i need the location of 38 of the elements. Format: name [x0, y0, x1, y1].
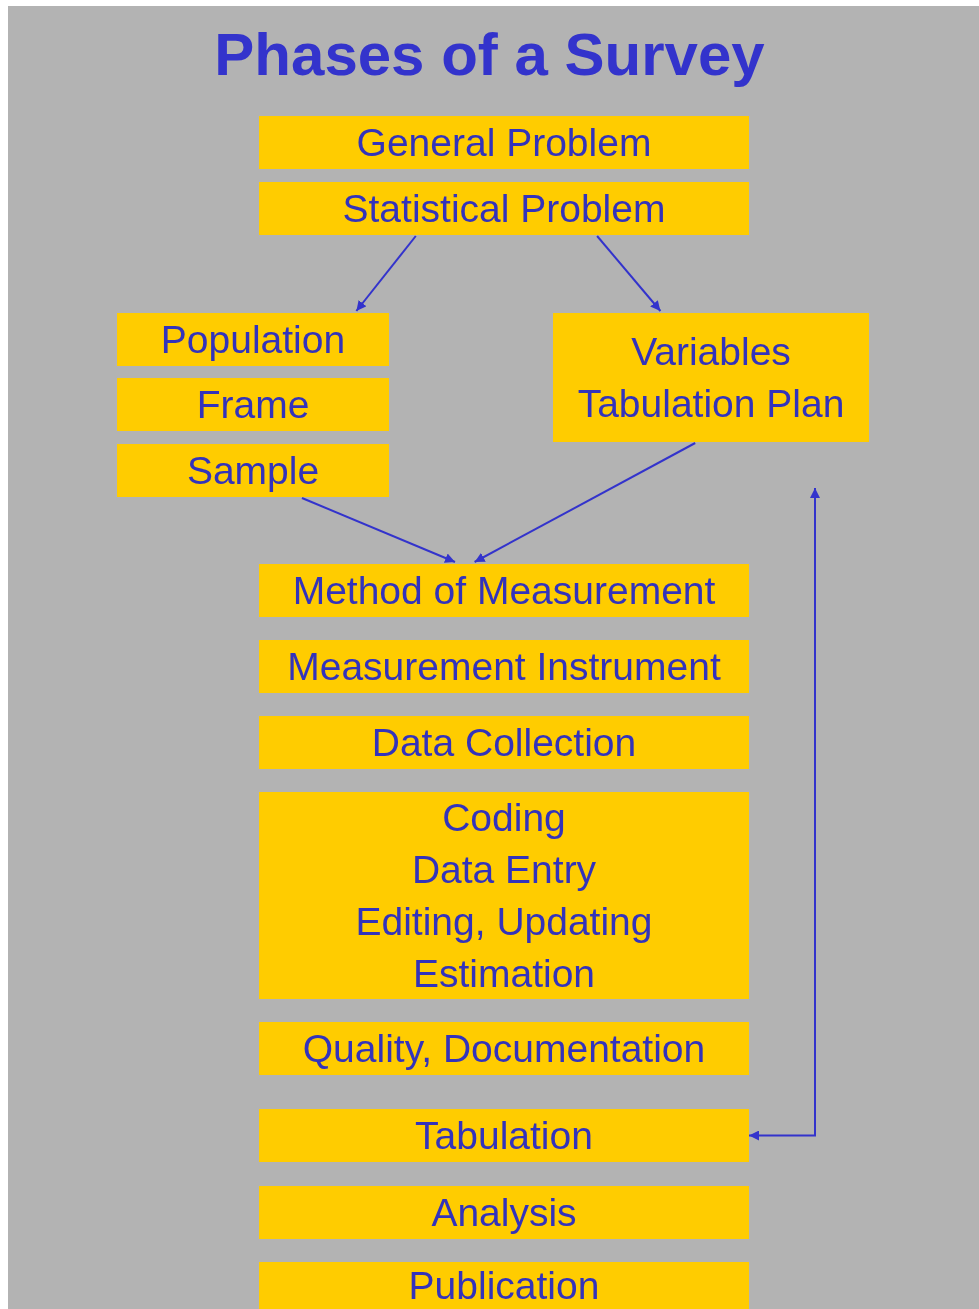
process-box	[259, 1109, 749, 1162]
box-label: Sample	[186, 447, 320, 494]
arrow	[355, 235, 417, 312]
box-label: Tabulation Plan	[577, 380, 845, 427]
process-box	[259, 1186, 749, 1239]
box-label: Frame	[196, 381, 310, 428]
process-box	[259, 1262, 749, 1309]
box-label: Measurement Instrument	[287, 643, 721, 690]
process-box	[117, 313, 389, 366]
diagram-title: Phases of a Survey	[213, 20, 766, 89]
box-label: Publication	[408, 1262, 600, 1309]
box-label: Statistical Problem	[342, 185, 666, 232]
box-label: Data Collection	[371, 719, 637, 766]
box-label: Quality, Documentation	[302, 1025, 706, 1072]
arrow	[748, 487, 820, 1141]
box-label: Method of Measurement	[292, 567, 716, 614]
box-label: Data Entry	[411, 846, 597, 893]
process-box	[259, 716, 749, 769]
box-label: Tabulation	[415, 1112, 593, 1159]
box-label: Editing, Updating	[355, 898, 653, 945]
box-label: Estimation	[412, 950, 596, 997]
box-label: General Problem	[356, 119, 652, 166]
process-box	[117, 444, 389, 497]
box-label: Variables	[631, 328, 791, 375]
box-label: Coding	[442, 794, 566, 841]
process-box	[259, 564, 749, 617]
process-box	[259, 1022, 749, 1075]
process-box	[259, 116, 749, 169]
process-box	[259, 640, 749, 693]
process-box	[117, 378, 389, 431]
arrow	[300, 497, 456, 563]
process-box	[259, 792, 749, 999]
process-box	[553, 313, 869, 442]
process-box	[259, 182, 749, 235]
box-label: Population	[160, 316, 346, 363]
arrow	[596, 235, 662, 312]
arrow	[473, 442, 697, 563]
box-label: Analysis	[431, 1189, 577, 1236]
